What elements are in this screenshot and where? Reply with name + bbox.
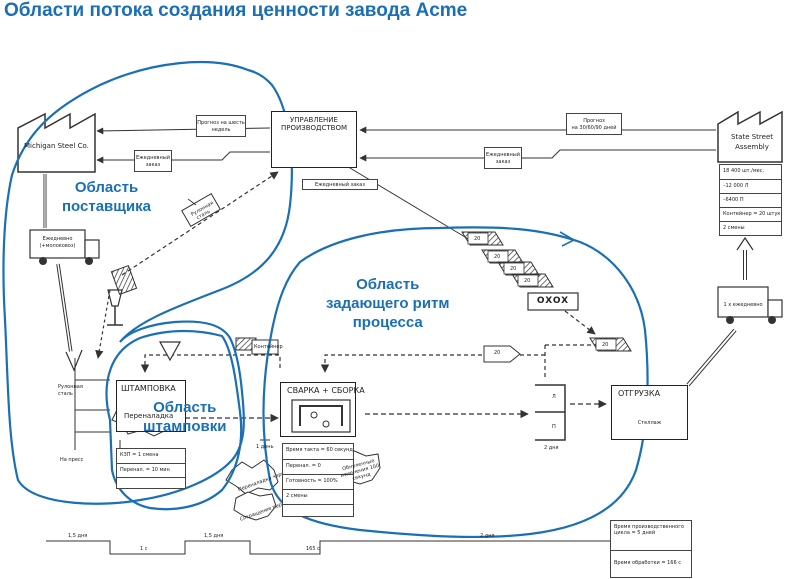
- finished-goods-bottom: П: [552, 424, 556, 430]
- welding-data-row: Время такта = 60 секунд: [286, 447, 353, 453]
- outbound-truck-label: 1 х ежедневно: [723, 302, 763, 308]
- forecast-supplier-label: Прогноз на шесть недель: [196, 115, 246, 137]
- customer-factory-icon: [717, 110, 783, 163]
- forecast-supplier-text-2: недель: [211, 127, 231, 133]
- region-stamping-line: штамповки: [143, 418, 227, 435]
- region-stamping-line: Область: [153, 399, 217, 416]
- forecast-customer-label: Прогноз на 30/60/90 дней: [566, 113, 622, 135]
- timeline-top: 1,5 дня: [68, 533, 88, 539]
- region-pacemaker-line: задающего ритм: [326, 295, 450, 312]
- region-stamping-label: Область штамповки: [143, 398, 226, 436]
- timeline-bottom: 1 с: [140, 546, 148, 552]
- forecast-customer-text-1: Прогноз: [583, 118, 605, 124]
- timeline-top: 2 дня: [480, 533, 495, 539]
- pull-card-qty: 20: [494, 350, 501, 356]
- forecast-customer-text-2: на 30/60/90 дней: [571, 125, 617, 131]
- inbound-truck-icon: [29, 229, 100, 265]
- region-supplier-label: Область поставщика: [62, 178, 151, 216]
- finished-goods-top: Л: [552, 394, 556, 400]
- welding-data-row: 2 смены: [283, 489, 353, 504]
- daily-order-shipping-label: Ежедневный заказ: [302, 179, 378, 190]
- stamping-process-box: ШТАМПОВКА: [116, 380, 186, 432]
- coil-inventory-label-1: Рулонная: [58, 384, 83, 390]
- daily-order-supplier-text-2: заказ: [145, 162, 161, 168]
- production-control-title-1: УПРАВЛЕНИЕ: [290, 116, 338, 124]
- kanban-card-qty: 20: [474, 236, 481, 242]
- shipping-process-box: ОТГРУЗКА Стеллаж: [611, 385, 688, 440]
- customer-row: 18 400 шт./мес.: [723, 168, 765, 174]
- kanban-card-qty: 20: [510, 266, 517, 272]
- region-pacemaker-line: Область: [356, 276, 420, 293]
- daily-order-shipping-text: Ежедневный заказ: [314, 182, 365, 188]
- at-press-label: На пресс: [60, 457, 84, 463]
- customer-name-2: Assembly: [735, 143, 769, 151]
- load-leveling-box[interactable]: OXOX: [536, 296, 570, 306]
- forecast-supplier-text-1: Прогноз на шесть: [197, 120, 245, 126]
- page-title: Области потока создания ценности завода …: [4, 0, 468, 21]
- coil-inventory-label-2: сталь: [58, 391, 73, 397]
- welding-process-name: СВАРКА + СБОРКА: [287, 386, 365, 395]
- welding-data-row: Готовность = 100%: [283, 474, 353, 489]
- timeline-top: 1,5 дня: [204, 533, 224, 539]
- kanban-post-icon: [107, 289, 123, 326]
- welding-process-box: СВАРКА + СБОРКА: [280, 382, 365, 437]
- daily-order-customer-label: Ежедневный заказ: [484, 147, 522, 169]
- finished-goods-days: 2 дня: [544, 445, 559, 451]
- daily-order-supplier-text-1: Ежедневный: [136, 155, 170, 161]
- customer-row: –6400 П: [720, 193, 781, 207]
- weld-inventory-days: 1 день: [256, 444, 274, 450]
- production-control-title-2: ПРОИЗВОДСТВОМ: [280, 124, 347, 132]
- kanban-card-qty: 20: [494, 254, 501, 260]
- outbound-truck-icon: [717, 286, 783, 324]
- welding-data-row: [283, 504, 353, 517]
- kanban-card-stack: [461, 231, 632, 352]
- region-supplier-line: поставщика: [62, 198, 152, 215]
- supplier-name: Michigan Steel Co.: [24, 142, 89, 150]
- customer-row: –12 000 Л: [720, 179, 781, 193]
- lead-time: Время производственного цикла = 5 дней: [614, 524, 684, 536]
- batch-kanban-label: Контейнер: [254, 344, 283, 350]
- daily-order-customer-text-1: Ежедневный: [486, 152, 520, 158]
- inbound-truck-label-2: (+молоковоз): [39, 243, 76, 249]
- production-control-box: УПРАВЛЕНИЕ ПРОИЗВОДСТВОМ: [271, 111, 357, 168]
- customer-row: 2 смены: [720, 221, 781, 236]
- shipping-process-name: ОТГРУЗКА: [618, 389, 661, 398]
- region-pacemaker-line: процесса: [352, 314, 423, 331]
- region-pacemaker-label: Область задающего ритм процесса: [326, 275, 449, 332]
- welding-data-box: Время такта = 60 секунд Перенал. = 0 Гот…: [282, 443, 354, 517]
- stamping-data-row: Перенал. = 10 мин: [117, 463, 185, 477]
- shipping-process-sub: Стеллаж: [637, 420, 662, 426]
- kanban-card-qty: 20: [524, 278, 531, 284]
- stamping-data-row: [117, 477, 185, 489]
- stamping-data-box: КЗП = 1 смена Перенал. = 10 мин: [116, 448, 186, 489]
- timeline-summary-box: Время производственного цикла = 5 дней В…: [610, 520, 692, 578]
- customer-name-1: State Street: [730, 133, 774, 141]
- stamping-process-name: ШТАМПОВКА: [121, 384, 176, 393]
- daily-order-supplier-label: Ежедневный заказ: [134, 150, 172, 172]
- customer-data-box: 18 400 шт./мес. –12 000 Л –6400 П Контей…: [719, 164, 782, 236]
- kanban-card-qty: 20: [602, 342, 609, 348]
- changeover-burst-label: Переналадка: [124, 412, 174, 420]
- inbound-truck-label-1: Ежедневно: [42, 236, 73, 242]
- stamping-data-row: КЗП = 1 смена: [120, 452, 159, 458]
- region-supplier-line: Область: [74, 179, 139, 196]
- welding-data-row: Перенал. = 0: [283, 459, 353, 474]
- daily-order-customer-text-2: заказ: [495, 159, 511, 165]
- timeline-bottom: 165 с: [306, 546, 320, 552]
- process-time: Время обработки = 166 с: [611, 550, 691, 579]
- customer-row: Контейнер = 20 штук: [720, 207, 781, 221]
